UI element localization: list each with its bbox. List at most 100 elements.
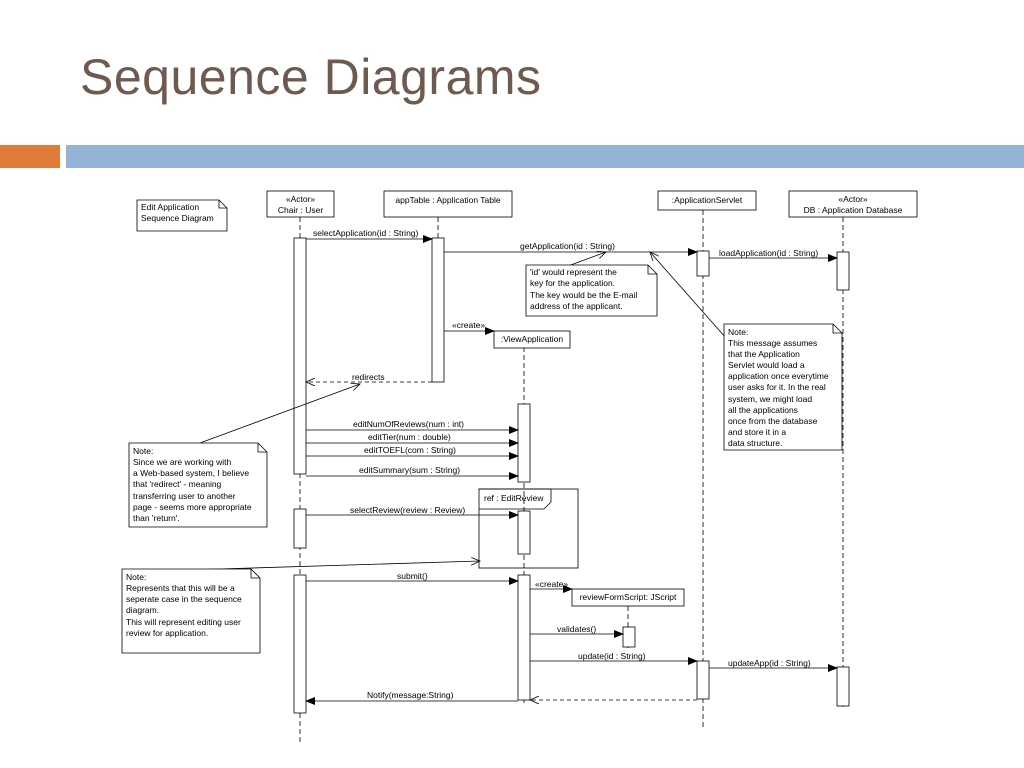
note-line: page - seems more appropriate bbox=[133, 502, 252, 512]
note-line: a Web-based system, I believe bbox=[133, 468, 249, 478]
message-label: submit() bbox=[397, 571, 428, 581]
note-line: diagram. bbox=[126, 605, 159, 615]
message-label: editNumOfReviews(num : int) bbox=[353, 419, 464, 429]
message-label: update(id : String) bbox=[578, 651, 646, 661]
participant-application-database: «Actor» DB : Application Database bbox=[788, 190, 918, 218]
message-select-application: selectApplication(id : String) bbox=[306, 228, 433, 243]
message-validates: validates() bbox=[530, 624, 624, 638]
message-redirects: redirects bbox=[306, 372, 432, 382]
activation-bar bbox=[293, 574, 307, 714]
note-line: all the applications bbox=[728, 405, 798, 415]
activation-bar bbox=[431, 237, 445, 383]
message-edit-num-of-reviews: editNumOfReviews(num : int) bbox=[306, 419, 519, 434]
message-update: update(id : String) bbox=[530, 651, 698, 665]
participant-label: DB : Application Database bbox=[804, 205, 903, 215]
diagram-name-line: Edit Application bbox=[141, 202, 199, 212]
note-line: Represents that this will be a bbox=[126, 583, 235, 593]
participant-label: :ViewApplication bbox=[501, 334, 563, 344]
participant-application-servlet: :ApplicationServlet bbox=[657, 190, 757, 211]
note-anchor-line bbox=[199, 384, 360, 444]
note-line: than 'return'. bbox=[133, 513, 180, 523]
message-edit-summary: editSummary(sum : String) bbox=[306, 465, 519, 480]
note-line: transferring user to another bbox=[133, 491, 236, 501]
note-line: that the Application bbox=[728, 349, 800, 359]
note-anchor-line bbox=[650, 252, 727, 339]
note-servlet-load: Note: This message assumes that the Appl… bbox=[723, 323, 843, 451]
participant-label: :ApplicationServlet bbox=[672, 195, 743, 205]
note-line: This will represent editing user bbox=[126, 617, 241, 627]
message-label: redirects bbox=[352, 372, 385, 382]
participant-chair-user: «Actor» Chair : User bbox=[266, 190, 335, 218]
message-label: loadApplication(id : String) bbox=[719, 248, 818, 258]
note-line: review for application. bbox=[126, 628, 208, 638]
diagram-name-note: Edit Application Sequence Diagram bbox=[136, 199, 228, 232]
note-line: Note: bbox=[133, 446, 153, 456]
message-label: validates() bbox=[557, 624, 596, 634]
message-label: «create» bbox=[535, 579, 568, 589]
message-label: updateApp(id : String) bbox=[728, 658, 811, 668]
message-label: selectApplication(id : String) bbox=[313, 228, 419, 238]
message-create-view-application: «create» bbox=[444, 320, 495, 335]
message-label: getApplication(id : String) bbox=[520, 241, 615, 251]
activation-bar bbox=[293, 237, 307, 475]
note-line: Note: bbox=[728, 327, 748, 337]
note-line: seperate case in the sequence bbox=[126, 594, 242, 604]
note-line: key for the application. bbox=[530, 278, 615, 288]
note-line: user asks for it. In the real bbox=[728, 382, 826, 392]
participant-label: reviewFormScript: JScript bbox=[580, 592, 677, 602]
message-notify: Notify(message:String) bbox=[305, 690, 518, 705]
activation-bar bbox=[836, 666, 850, 707]
note-id-key: 'id' would represent the key for the app… bbox=[525, 264, 658, 317]
accent-bar-orange bbox=[0, 145, 60, 168]
message-label: selectReview(review : Review) bbox=[350, 505, 465, 515]
message-edit-tier: editTier(num : double) bbox=[306, 432, 519, 447]
note-anchor-line bbox=[567, 252, 606, 267]
participant-label: Chair : User bbox=[278, 205, 324, 215]
participant-stereotype: «Actor» bbox=[286, 194, 316, 204]
message-label: editTier(num : double) bbox=[368, 432, 451, 442]
message-select-review: selectReview(review : Review) bbox=[306, 505, 519, 519]
note-line: Note: bbox=[126, 572, 146, 582]
message-load-application: loadApplication(id : String) bbox=[709, 248, 838, 262]
note-redirect: Note: Since we are working with a Web-ba… bbox=[128, 442, 268, 528]
note-line: that 'redirect' - meaning bbox=[133, 479, 222, 489]
activation-bar bbox=[836, 251, 850, 291]
message-label: editTOEFL(com : String) bbox=[364, 445, 456, 455]
note-line: and store it in a bbox=[728, 427, 786, 437]
participant-application-table: appTable : Application Table bbox=[383, 190, 513, 218]
note-line: system, we might load bbox=[728, 394, 812, 404]
activation-bar bbox=[696, 250, 710, 277]
message-get-application: getApplication(id : String) bbox=[444, 241, 698, 256]
message-label: editSummary(sum : String) bbox=[359, 465, 460, 475]
activation-bar bbox=[517, 510, 531, 555]
activation-bar bbox=[293, 508, 307, 549]
message-edit-toefl: editTOEFL(com : String) bbox=[306, 445, 519, 460]
message-update-app: updateApp(id : String) bbox=[709, 658, 838, 672]
note-line: The key would be the E-mail bbox=[530, 290, 637, 300]
participant-review-form-script: reviewFormScript: JScript bbox=[571, 588, 685, 607]
activation-bar bbox=[622, 626, 636, 648]
note-line: Since we are working with bbox=[133, 457, 232, 467]
activation-bar bbox=[517, 574, 531, 701]
ref-frame-label: ref : EditReview bbox=[484, 493, 544, 503]
message-create-review-form-script: «create» bbox=[530, 579, 573, 593]
note-line: Servlet would load a bbox=[728, 360, 805, 370]
participant-view-application: :ViewApplication bbox=[493, 330, 571, 349]
message-label: «create» bbox=[452, 320, 485, 330]
participant-label: appTable : Application Table bbox=[395, 195, 501, 205]
note-line: once from the database bbox=[728, 416, 818, 426]
ref-frame-edit-review: ref : EditReview bbox=[478, 488, 579, 569]
note-line: data structure. bbox=[728, 438, 782, 448]
message-label: Notify(message:String) bbox=[367, 690, 454, 700]
activation-bar bbox=[696, 660, 710, 700]
slide-title: Sequence Diagrams bbox=[80, 49, 542, 105]
note-line: This message assumes bbox=[728, 338, 817, 348]
note-separate-case: Note: Represents that this will be a sep… bbox=[121, 568, 261, 654]
note-line: application once everytime bbox=[728, 371, 829, 381]
note-line: address of the applicant. bbox=[530, 301, 623, 311]
note-line: 'id' would represent the bbox=[530, 267, 617, 277]
participant-stereotype: «Actor» bbox=[838, 194, 868, 204]
activation-bar bbox=[517, 403, 531, 483]
accent-bar-blue bbox=[66, 145, 1024, 168]
